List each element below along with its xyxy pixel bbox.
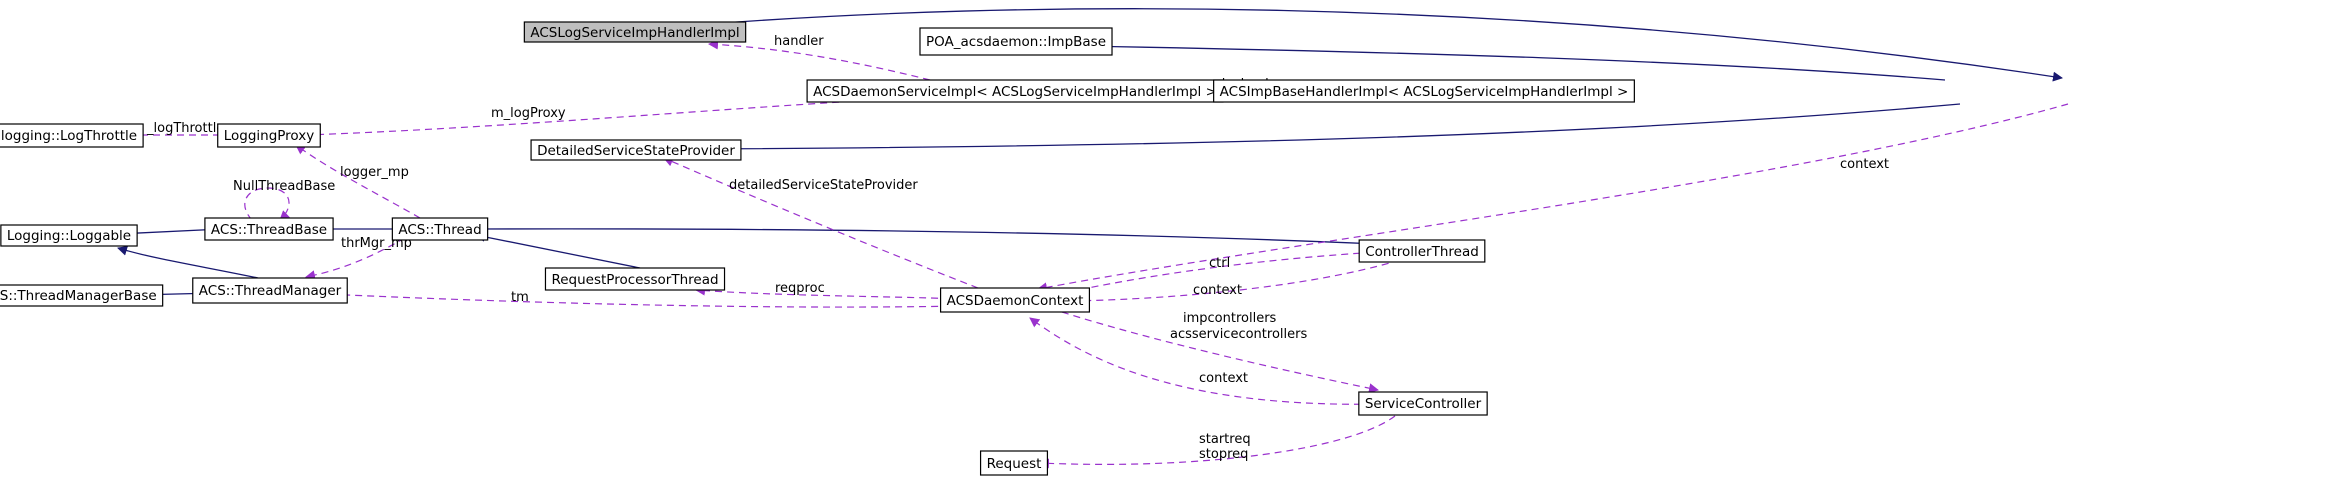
node-thread-base[interactable]: ACS::ThreadBase [204, 217, 334, 241]
edge-label-ctrl: ctrl [1209, 256, 1230, 271]
edge-label-detailed-provider: detailedServiceStateProvider [729, 178, 918, 193]
edge-ctrl [1067, 247, 1379, 293]
node-label: ACSLogServiceImpHandlerImpl [530, 25, 739, 41]
edge-label-stopreq: stopreq [1199, 447, 1248, 462]
edge-impbase-handler-to-poa [1082, 41, 1946, 81]
node-thread-manager[interactable]: ACS::ThreadManager [192, 277, 348, 304]
edge-label-logger-mp: logger_mp [340, 165, 409, 180]
edge-m-logproxy [305, 99, 876, 140]
edge-startreq [1039, 415, 1396, 469]
edge-label-logthrottle: _logThrottle [146, 121, 224, 136]
node-label: ACSImpBaseHandlerImpl< ACSLogServiceImpH… [1220, 84, 1629, 100]
node-handler-impl[interactable]: ACSLogServiceImpHandlerImpl [523, 21, 747, 43]
edge-null-threadbase [244, 187, 290, 221]
node-label: Logging::Loggable [7, 228, 131, 244]
node-label: ACS::ThreadManager [199, 283, 342, 299]
edge-label-acsservicecontrollers: acsservicecontrollers [1170, 327, 1307, 342]
node-request[interactable]: Request [979, 450, 1049, 476]
edge-impbase-handler-to-detailed-provider [710, 103, 1961, 154]
node-controller-thread[interactable]: ControllerThread [1358, 239, 1486, 263]
node-poa-impbase[interactable]: POA_acsdaemon::ImpBase [919, 27, 1113, 56]
edge-handler [708, 39, 931, 81]
node-request-processor[interactable]: RequestProcessorThread [544, 267, 726, 291]
edge-reqproc [695, 285, 963, 300]
edge-context-impbase [1037, 103, 2069, 293]
edge-label-handler: handler [774, 34, 824, 49]
edge-label-impcontrollers: impcontrollers [1183, 311, 1277, 326]
node-logging-proxy[interactable]: LoggingProxy [217, 123, 321, 148]
node-acs-thread[interactable]: ACS::Thread [391, 217, 489, 241]
edge-detailed-provider [663, 157, 979, 289]
edge-label-context-impbase: context [1840, 157, 1889, 172]
node-impbase-handler-impl[interactable]: ACSImpBaseHandlerImpl< ACSLogServiceImpH… [1213, 79, 1635, 103]
edge-threadmanager-to-loggable [117, 245, 259, 279]
node-label: RequestProcessorThread [551, 272, 718, 288]
edge-logger-mp [295, 144, 421, 219]
node-detailed-provider[interactable]: DetailedServiceStateProvider [530, 139, 742, 161]
edge-label-startreq: startreq [1199, 432, 1251, 447]
node-daemon-service-impl[interactable]: ACSDaemonServiceImpl< ACSLogServiceImpHa… [806, 79, 1224, 103]
node-daemon-context[interactable]: ACSDaemonContext [939, 287, 1091, 313]
node-label: POA_acsdaemon::ImpBase [926, 34, 1106, 50]
node-loggable[interactable]: Logging::Loggable [0, 224, 138, 247]
node-label: Request [987, 456, 1042, 472]
edge-tm [324, 289, 963, 308]
node-service-controller[interactable]: ServiceController [1358, 391, 1488, 416]
node-label: ServiceController [1365, 396, 1482, 412]
edge-label-context-ctrl: context [1193, 283, 1242, 298]
edge-label-m-logproxy: m_logProxy [491, 106, 566, 121]
node-label: DetailedServiceStateProvider [537, 143, 735, 159]
edge-context-service [1029, 317, 1386, 405]
node-label: LoggingProxy [224, 128, 315, 144]
node-label: ACSDaemonContext [947, 293, 1084, 309]
node-label: ACSDaemonServiceImpl< ACSLogServiceImpHa… [813, 84, 1217, 100]
node-label: ACS::Thread [398, 222, 481, 238]
edge-requestproc-to-thread [475, 231, 641, 269]
edge-label-context-service: context [1199, 371, 1248, 386]
edge-controller-to-thread [475, 223, 1379, 245]
node-thread-manager-base[interactable]: ACS::ThreadManagerBase [0, 284, 164, 307]
edge-label-tm: tm [511, 290, 529, 305]
edge-label-null-threadbase: NullThreadBase [233, 179, 335, 194]
node-label: ACS::ThreadBase [211, 222, 327, 238]
node-label: ControllerThread [1365, 244, 1479, 260]
edge-impcontrollers [1061, 311, 1379, 394]
edge-label-reqproc: reqproc [775, 281, 825, 296]
node-label: ACS::ThreadManagerBase [0, 288, 157, 304]
node-log-throttle[interactable]: logging::LogThrottle [0, 123, 144, 148]
node-label: logging::LogThrottle [1, 128, 137, 144]
edge-impbase-to-handler-impl [708, 8, 2063, 82]
